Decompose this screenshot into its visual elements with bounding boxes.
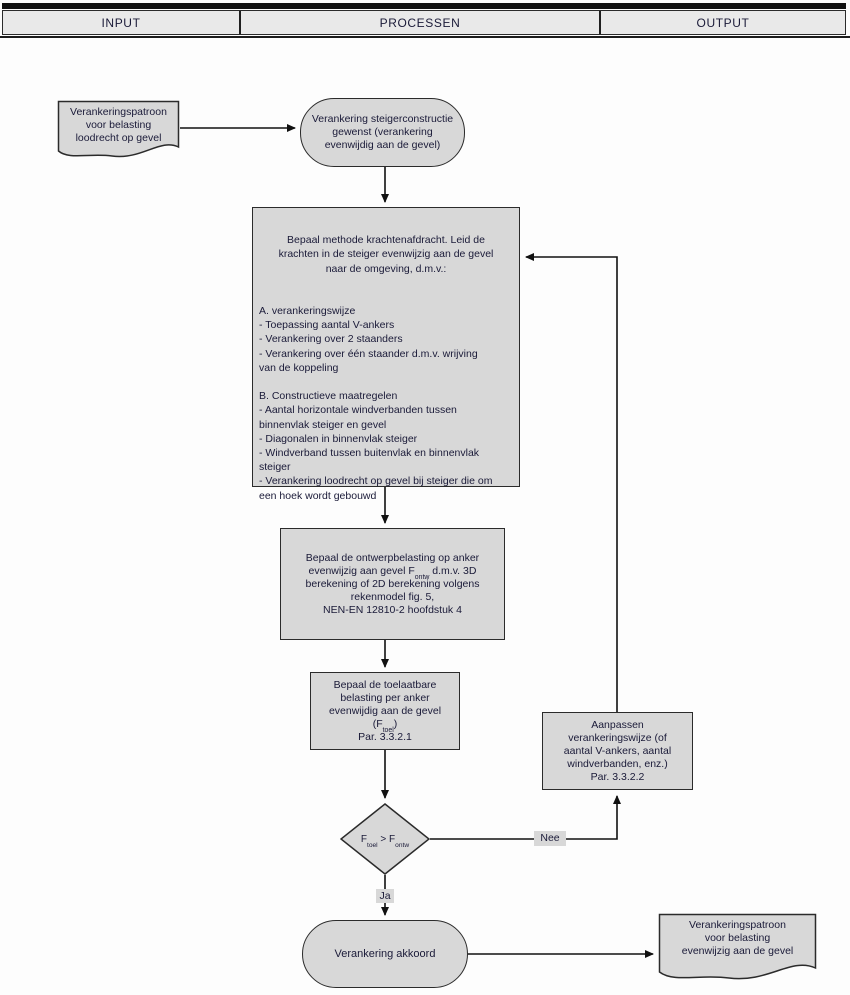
node-doc-output: Verankeringspatroon voor belasting evenw…: [658, 913, 817, 985]
node-design-load: Bepaal de ontwerpbelasting op anker even…: [280, 528, 505, 640]
method-body-text: A. verankeringswijze - Toepassing aantal…: [259, 305, 493, 502]
lane-header-processen: PROCESSEN: [241, 11, 601, 34]
swimlane-header: INPUT PROCESSEN OUTPUT: [2, 10, 846, 35]
diamond-shape-icon: [340, 803, 430, 875]
header-top-bar: [2, 3, 846, 9]
node-allowable-load: Bepaal de toelaatbare belasting per anke…: [310, 672, 460, 750]
decision-text: Ftoel > Fontw: [360, 833, 410, 849]
allowable-load-text: Bepaal de toelaatbare belasting per anke…: [328, 678, 442, 743]
document-shape-icon: [658, 913, 817, 980]
lane-header-output: OUTPUT: [696, 15, 750, 30]
node-start: Verankering steigerconstructie gewenst (…: [300, 98, 465, 167]
node-decision: Ftoel > Fontw: [340, 803, 430, 875]
method-intro-text: Bepaal methode krachtenafdracht. Leid de…: [278, 234, 494, 275]
edge-label-ja: Ja: [376, 889, 394, 903]
node-end: Verankering akkoord: [302, 920, 468, 988]
node-doc-input: Verankeringspatroon voor belasting loodr…: [57, 100, 180, 162]
document-shape-icon: [57, 100, 180, 158]
header-divider-line: [0, 36, 850, 38]
lane-header-input: INPUT: [3, 11, 241, 34]
node-method: Bepaal methode krachtenafdracht. Leid de…: [252, 207, 520, 502]
edge-label-nee: Nee: [534, 831, 566, 846]
design-load-text: Bepaal de ontwerpbelasting op anker even…: [305, 551, 480, 616]
doc-input-text: Verankeringspatroon voor belasting loodr…: [70, 106, 167, 144]
doc-output-text: Verankeringspatroon voor belasting evenw…: [681, 919, 794, 957]
node-adjust: Aanpassen verankeringswijze (of aantal V…: [542, 712, 693, 790]
